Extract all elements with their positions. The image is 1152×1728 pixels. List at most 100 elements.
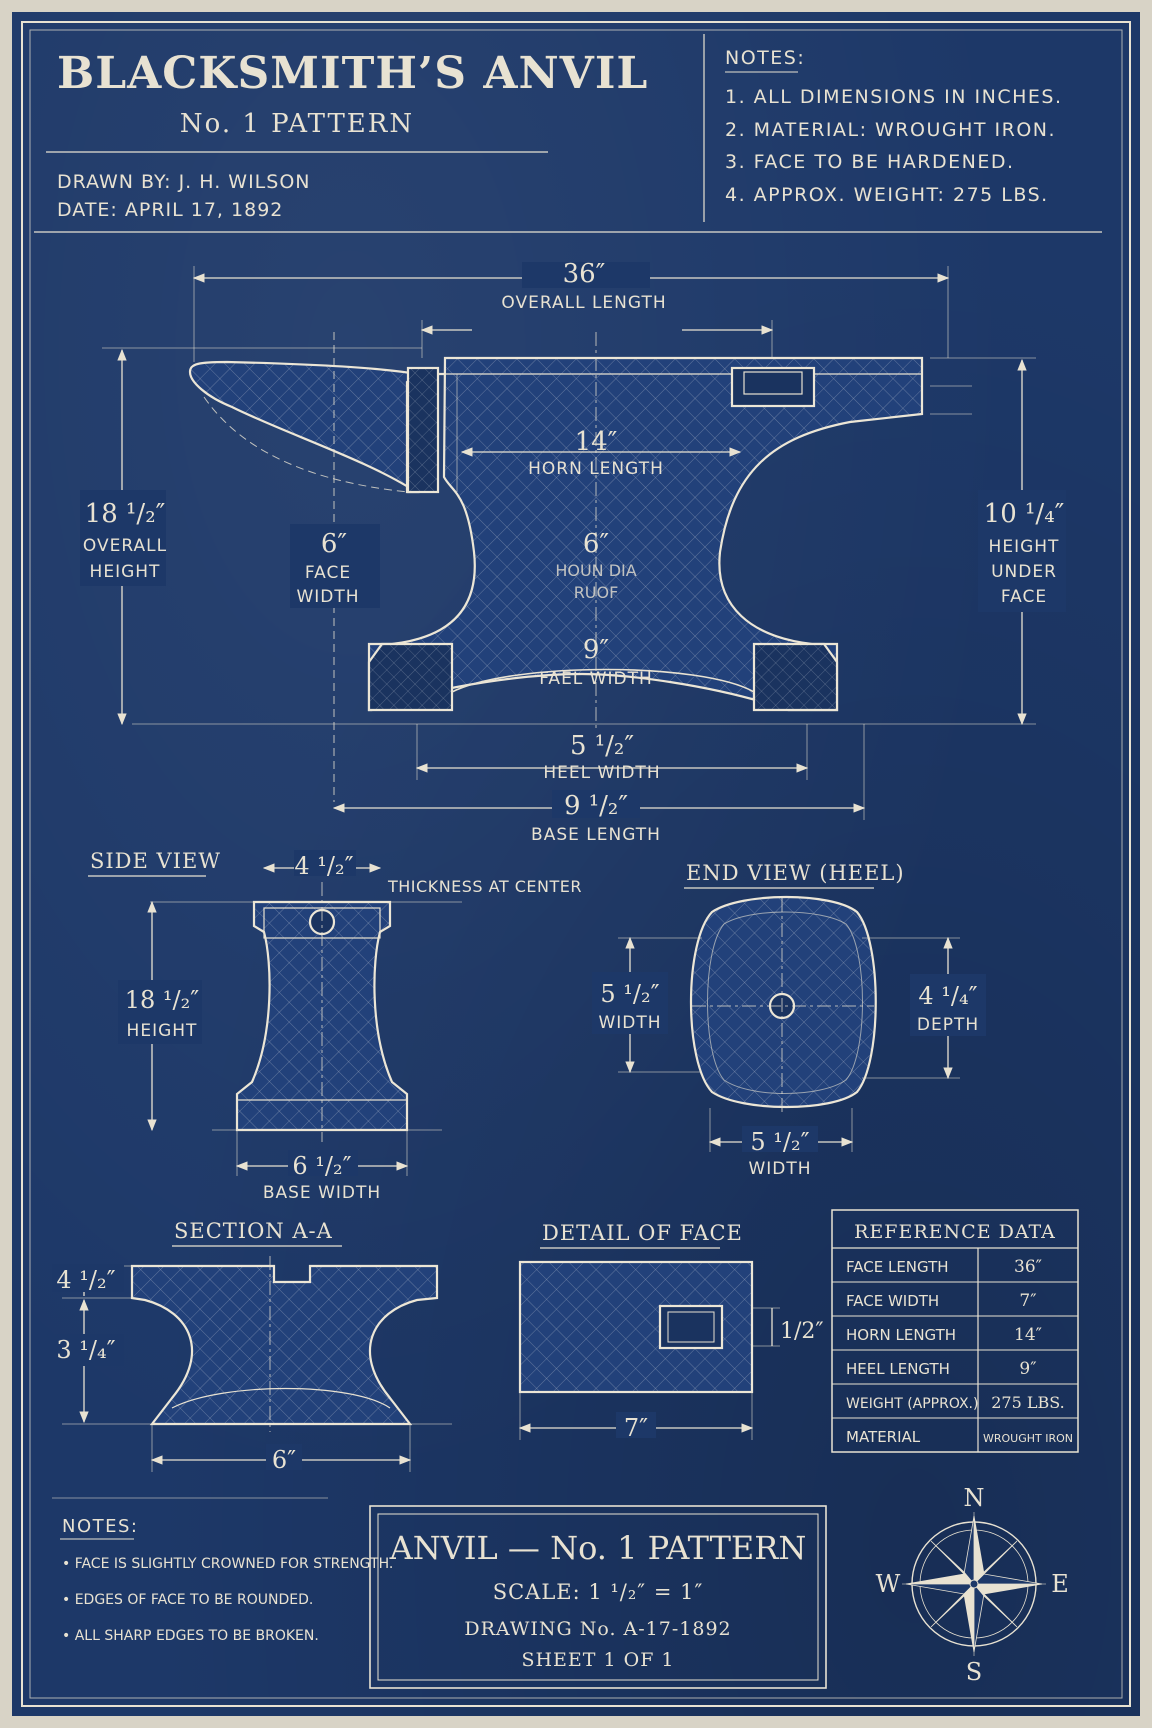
end-view-left-label: WIDTH	[598, 1013, 661, 1033]
end-view-title: END VIEW (HEEL)	[686, 861, 905, 885]
end-view-bottom-label: WIDTH	[748, 1159, 811, 1179]
drawing-title: BLACKSMITH’S ANVIL	[57, 48, 648, 99]
anvil-blueprint-drawing: BLACKSMITH’S ANVIL No. 1 PATTERN DRAWN B…	[21, 21, 1131, 1707]
compass-s: S	[966, 1658, 982, 1686]
compass-w: W	[876, 1570, 901, 1598]
notes-bottom: NOTES: • FACE IS SLIGHTLY CROWNED FOR ST…	[52, 1497, 393, 1644]
anvil-foot-right	[752, 642, 839, 712]
heel-width-label: HEEL WIDTH	[543, 763, 660, 783]
height-under-face-value: 10 ¹/₄″	[984, 499, 1065, 529]
height-under-face-label-1: HEIGHT	[989, 537, 1060, 557]
section-body	[130, 1264, 439, 1426]
section-title: SECTION A-A	[174, 1219, 333, 1243]
side-view-base-label: BASE WIDTH	[263, 1183, 381, 1203]
bottom-note-1: • FACE IS SLIGHTLY CROWNED FOR STRENGTH.	[62, 1556, 393, 1572]
side-view-top-dim: 4 ¹/₂″	[294, 852, 353, 880]
ref-row-5-value: WROUGHT IRON	[983, 1432, 1073, 1445]
anvil-foot-left	[367, 642, 454, 712]
notes-bottom-heading: NOTES:	[62, 1516, 139, 1537]
compass-rose: N S E W	[876, 1484, 1069, 1686]
note-3: 3. FACE TO BE HARDENED.	[725, 151, 1015, 173]
section-a-a: SECTION A-A 4 ¹/₂″ 3 ¹/₄″ 6″	[52, 1219, 452, 1474]
notes-top-heading: NOTES:	[725, 47, 805, 69]
ref-row-4-key: WEIGHT (APPROX.)	[846, 1396, 978, 1412]
anvil-body	[367, 356, 924, 712]
fael-width-label: FAEL WIDTH	[539, 669, 653, 689]
main-elevation-view: 36″ OVERALL LENGTH 14″ HORN LENGTH 18 ¹/…	[80, 259, 1066, 845]
bottom-note-2: • EDGES OF FACE TO BE ROUNDED.	[62, 1592, 313, 1608]
overall-length-label: OVERALL LENGTH	[501, 293, 666, 313]
compass-star	[905, 1515, 1043, 1653]
hardy-hole	[730, 366, 816, 408]
ref-row-1-value: 7″	[1019, 1291, 1036, 1311]
horn-step	[406, 366, 440, 494]
reference-title: REFERENCE DATA	[854, 1221, 1056, 1243]
drawing-subtitle: No. 1 PATTERN	[180, 109, 414, 139]
anvil-horn	[188, 360, 445, 494]
fael-width-value: 9″	[583, 635, 610, 665]
compass-n: N	[964, 1484, 985, 1512]
side-view-title: SIDE VIEW	[90, 849, 221, 873]
overall-height-label-1: OVERALL	[83, 536, 167, 556]
side-view-height-value: 18 ¹/₂″	[125, 986, 199, 1014]
thickness-note: THICKNESS AT CENTER	[387, 877, 582, 896]
detail-of-face: DETAIL OF FACE 1/2″ 7″	[518, 1221, 824, 1442]
blueprint-sheet: BLACKSMITH’S ANVIL No. 1 PATTERN DRAWN B…	[12, 12, 1140, 1716]
horn-length-label: HORN LENGTH	[528, 459, 664, 479]
heel-width-value: 5 ¹/₂″	[570, 731, 634, 761]
overall-length-value: 36″	[563, 259, 606, 289]
title-block-title: ANVIL — No. 1 PATTERN	[389, 1529, 807, 1567]
inner-border	[29, 29, 1123, 1699]
ref-row-3-key: HEEL LENGTH	[846, 1360, 950, 1378]
detail-hole-dim: 1/2″	[780, 1319, 824, 1344]
ref-row-5-key: MATERIAL	[846, 1428, 921, 1446]
base-length-value: 9 ¹/₂″	[564, 791, 628, 821]
section-width-dim: 6″	[272, 1446, 296, 1474]
drawing-date: DATE: APRIL 17, 1892	[57, 199, 283, 221]
ref-row-2-key: HORN LENGTH	[846, 1326, 956, 1344]
title-block-drawing-no: DRAWING No. A-17-1892	[464, 1618, 731, 1640]
bottom-note-3: • ALL SHARP EDGES TO BE BROKEN.	[62, 1628, 319, 1644]
note-1: 1. ALL DIMENSIONS IN INCHES.	[725, 86, 1062, 108]
ref-row-4-value: 275 LBS.	[991, 1393, 1064, 1412]
end-view: END VIEW (HEEL) 5 ¹/₂″ WIDTH 4 ¹/₄″ DEPT…	[592, 861, 986, 1179]
hole-dia-label-1: HOUN DIA	[555, 561, 636, 580]
face-hole	[658, 1304, 724, 1350]
height-under-face-label-2: UNDER	[991, 562, 1057, 582]
height-under-face-label-3: FACE	[1001, 587, 1047, 607]
ref-row-2-value: 14″	[1014, 1325, 1042, 1345]
base-length-label: BASE LENGTH	[531, 825, 661, 845]
hole-dia-label-2: RUOF	[574, 583, 619, 602]
face-width-label-2: WIDTH	[296, 587, 359, 607]
side-view-base-value: 6 ¹/₂″	[292, 1152, 351, 1180]
section-top-dim: 4 ¹/₂″	[56, 1266, 115, 1294]
end-view-right-label: DEPTH	[917, 1015, 979, 1035]
end-view-right-value: 4 ¹/₄″	[918, 982, 977, 1010]
horn-length-value: 14″	[575, 427, 618, 457]
end-view-bottom-value: 5 ¹/₂″	[750, 1128, 809, 1156]
drawn-by: DRAWN BY: J. H. WILSON	[57, 171, 311, 193]
reference-data-table: REFERENCE DATA FACE LENGTH 36″ FACE WIDT…	[831, 1209, 1079, 1453]
overall-height-value: 18 ¹/₂″	[85, 499, 166, 529]
title-block-scale: SCALE: 1 ¹/₂″ = 1″	[493, 1580, 704, 1604]
face-width-value: 6″	[321, 529, 348, 559]
ref-row-0-key: FACE LENGTH	[846, 1258, 949, 1276]
side-view-height-label: HEIGHT	[127, 1021, 198, 1041]
section-mid-dim: 3 ¹/₄″	[56, 1336, 115, 1364]
title-block: ANVIL — No. 1 PATTERN SCALE: 1 ¹/₂″ = 1″…	[369, 1505, 827, 1689]
detail-width-dim: 7″	[624, 1414, 648, 1442]
ref-row-3-value: 9″	[1019, 1359, 1036, 1379]
side-view: SIDE VIEW 4 ¹/₂″ THICKNESS AT CENTER 18 …	[88, 849, 582, 1203]
note-2: 2. MATERIAL: WROUGHT IRON.	[725, 119, 1056, 141]
ref-row-0-value: 36″	[1014, 1257, 1042, 1277]
title-block-sheet: SHEET 1 OF 1	[521, 1649, 674, 1671]
end-view-left-value: 5 ¹/₂″	[600, 980, 659, 1008]
header: BLACKSMITH’S ANVIL No. 1 PATTERN DRAWN B…	[34, 34, 1102, 233]
overall-height-label-2: HEIGHT	[90, 562, 161, 582]
ref-row-1-key: FACE WIDTH	[846, 1292, 939, 1310]
face-width-label-1: FACE	[305, 563, 351, 583]
note-4: 4. APPROX. WEIGHT: 275 LBS.	[725, 184, 1049, 206]
detail-face-title: DETAIL OF FACE	[542, 1221, 743, 1245]
outer-border	[21, 21, 1131, 1707]
compass-e: E	[1051, 1570, 1069, 1598]
